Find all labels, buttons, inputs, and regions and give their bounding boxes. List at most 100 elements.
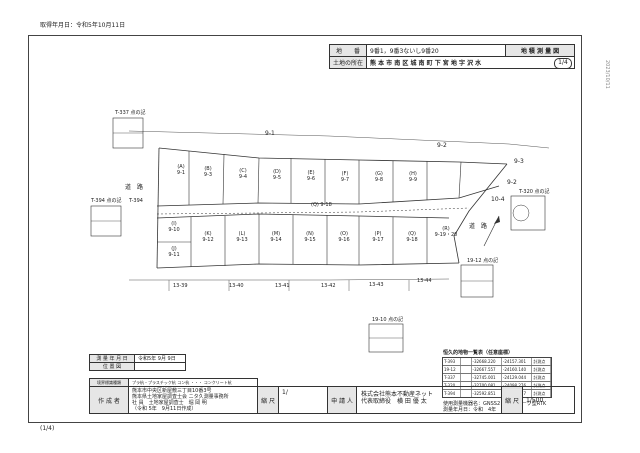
label-right-mid2: 9-2 <box>507 179 517 186</box>
position-blank <box>134 362 186 371</box>
position-label: 位 置 図 <box>89 362 135 371</box>
label-point-t394: T-394 <box>129 198 143 204</box>
lot-b-id: (B) <box>204 166 212 172</box>
legend-cell: 計測点 <box>532 390 551 397</box>
scale2-label: 縮 尺 <box>501 386 523 414</box>
parcel-13-44: 13-44 <box>417 278 432 284</box>
survey-sheet: 地 番 9番1，9番3ないし9番20 地 積 測 量 図 土地の所在 熊 本 市… <box>28 35 582 423</box>
creator-line: 社 員 土地家屋調査士 堀 岡 明 <box>132 400 207 406</box>
lot-o: (O)9-16 <box>332 231 356 243</box>
label-road-right: 道 路 <box>469 223 488 230</box>
applicant-line: 株式会社熊本不動産ネット <box>361 391 434 398</box>
parcel-13-43: 13-43 <box>369 282 384 288</box>
legend-cell <box>461 366 472 373</box>
lot-m: (M)9-14 <box>264 231 288 243</box>
lot-g-num: 9-8 <box>374 177 384 183</box>
lot-l-num: 9-13 <box>236 237 248 243</box>
lot-p-num: 9-17 <box>372 237 384 243</box>
lot-f-id: (F) <box>341 171 349 177</box>
legend-cell: -24129.044 <box>502 374 533 381</box>
note-19-10: 19-10 点の記 <box>372 317 404 323</box>
parcel-13-42: 13-42 <box>321 283 336 289</box>
lot-a-id: (A) <box>177 164 185 170</box>
label-upper-parcel: 9-1 <box>265 130 275 137</box>
lot-o-num: 9-16 <box>338 237 350 243</box>
page-footer: (1/4) <box>40 425 55 432</box>
lot-b-num: 9-3 <box>203 172 213 178</box>
location-value: 熊 本 市 南 区 城 南 町 下 宮 地 字 沢 水 <box>366 56 575 69</box>
lot-i-id: (I) <box>171 221 177 227</box>
legend-cell: 計測点 <box>532 366 551 373</box>
legend-cell: -32700.081 <box>472 382 502 389</box>
print-date: 取得年月日：令和5年10月11日 <box>40 22 126 29</box>
legend-footnote-1: 使用測量機器名：GNSS2 ネットワーク型RTK <box>443 401 547 407</box>
legend-cell: -32668.220 <box>472 358 502 365</box>
legend-cell <box>461 358 472 365</box>
lot-r-id: (R) <box>442 226 450 232</box>
lot-c-num: 9-4 <box>238 174 248 180</box>
note-t337: T-337 点の記 <box>115 110 146 116</box>
creator-line: 熊本市中央区新屋敷三丁目10番3号 <box>132 388 212 394</box>
lot-n-id: (N) <box>306 231 314 237</box>
parcel-13-40: 13-40 <box>229 283 244 289</box>
scale2-value: 1/500 <box>522 386 575 414</box>
lot-e-num: 9-6 <box>306 176 316 182</box>
creator-label: 作 成 者 <box>89 386 129 414</box>
lot-r-num: 9-19・20 <box>434 232 458 238</box>
lot-n: (N)9-15 <box>298 231 322 243</box>
creator-line: （令和 5年 9月11日作成） <box>132 406 197 412</box>
creator-line: 熊本県土地家屋調査士会 ニタ久測量事務所 <box>132 394 229 400</box>
note-19-12: 19-12 点の記 <box>467 258 499 264</box>
lot-m-num: 9-14 <box>270 237 282 243</box>
parcel-drawing <box>90 117 550 353</box>
parcel-13-39: 13-39 <box>173 283 188 289</box>
label-upper-right: 9-2 <box>437 142 447 149</box>
lot-g-id: (G) <box>375 171 383 177</box>
lot-p-id: (P) <box>374 231 382 237</box>
lot-r: (R)9-19・20 <box>429 226 463 238</box>
lot-h-num: 9-9 <box>408 177 418 183</box>
lot-m-id: (M) <box>271 231 281 237</box>
parcel-13-41: 13-41 <box>275 283 290 289</box>
lot-k: (K)9-12 <box>196 231 220 243</box>
legend-cell: -32745.001 <box>472 374 502 381</box>
lot-g: (G)9-8 <box>367 171 391 183</box>
lot-f: (F)9-7 <box>333 171 357 183</box>
lot-i: (I)9-10 <box>162 221 186 233</box>
scale-label: 縮 尺 <box>257 386 279 414</box>
lot-n-num: 9-15 <box>304 237 316 243</box>
lot-e: (E)9-6 <box>299 170 323 182</box>
legend-cell <box>461 390 472 397</box>
legend-cell: 計測点 <box>532 374 551 381</box>
legend-cell <box>461 382 472 389</box>
lot-d: (D)9-5 <box>265 169 289 181</box>
legend-cell: -32667.557 <box>472 366 502 373</box>
lot-j-id: (J) <box>171 246 177 252</box>
lot-l-id: (L) <box>238 231 246 237</box>
creator-box: 熊本市中央区新屋敷三丁目10番3号 熊本県土地家屋調査士会 ニタ久測量事務所 社… <box>128 386 258 414</box>
lot-a-num: 9-1 <box>176 170 186 176</box>
legend-cell: 計測点 <box>532 382 551 389</box>
note-t394: T-394 点の記 <box>91 198 122 204</box>
legend-cell: 計測点 <box>532 358 551 365</box>
legend-cell: -24098.276 <box>502 382 533 389</box>
location-label: 土地の所在 <box>329 56 367 69</box>
legend-cell <box>461 374 472 381</box>
lot-q: (Q)9-18 <box>400 231 424 243</box>
lot-q-id: (Q) <box>408 231 416 237</box>
lot-d-id: (D) <box>273 169 281 175</box>
lot-j-num: 9-11 <box>168 252 180 258</box>
lot-c-id: (C) <box>239 168 247 174</box>
lot-c: (C)9-4 <box>231 168 255 180</box>
lot-k-num: 9-12 <box>202 237 214 243</box>
lot-a: (A)9-1 <box>169 164 193 176</box>
legend-title: 恒久的地物一覧表（任意座標） <box>443 350 514 356</box>
lot-h: (H)9-9 <box>401 171 425 183</box>
legend-cell: -24157.301 <box>502 358 533 365</box>
legend-cell: T-337 <box>443 374 461 381</box>
lot-b: (B)9-3 <box>196 166 220 178</box>
note-t320: T-320 点の記 <box>519 189 550 195</box>
label-road-left: 道 路 <box>125 184 144 191</box>
